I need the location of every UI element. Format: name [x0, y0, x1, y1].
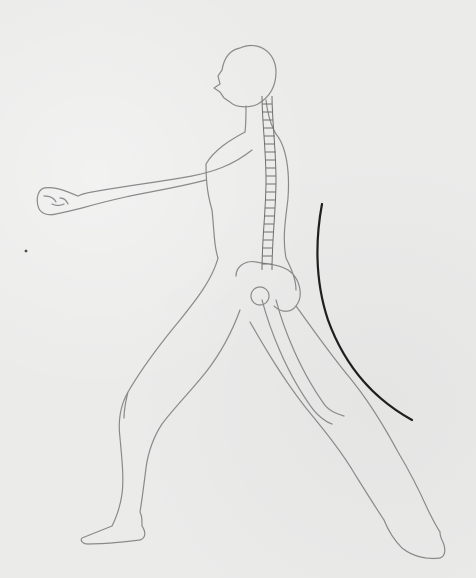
fist: [37, 188, 82, 215]
vertebrae: [262, 104, 276, 264]
dot-mark: [25, 250, 28, 253]
posture-arc: [317, 204, 412, 420]
head: [214, 45, 276, 106]
hip-joint: [251, 287, 269, 305]
back-leg-inner: [250, 322, 384, 520]
torso-front: [206, 132, 245, 258]
front-foot: [81, 512, 145, 544]
neck: [245, 100, 276, 134]
fist-detail: [44, 196, 68, 206]
back-leg-outer: [296, 306, 440, 532]
front-leg-inner: [140, 310, 240, 512]
spine-right-edge: [272, 96, 276, 270]
spine: [262, 96, 276, 270]
spine-left-edge: [262, 96, 266, 270]
human-figure: [37, 45, 445, 558]
